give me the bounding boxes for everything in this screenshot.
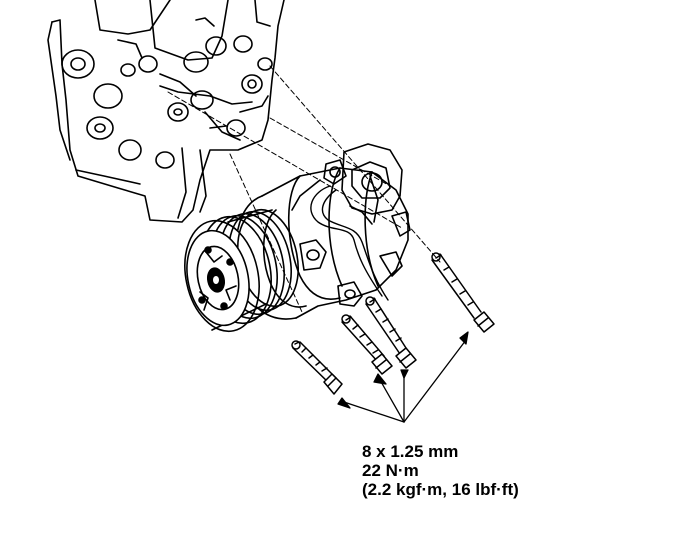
torque-spec-label: 8 x 1.25 mm 22 N·m (2.2 kgf·m, 16 lbf·ft… [362, 442, 519, 499]
bolt-3 [365, 296, 417, 369]
engine-block [47, 0, 285, 223]
bolt-size-text: 8 x 1.25 mm [362, 442, 459, 461]
torque-alt-text: (2.2 kgf·m, 16 lbf·ft) [362, 480, 519, 499]
torque-nm-text: 22 N·m [362, 461, 419, 480]
ac-compressor [184, 143, 411, 333]
mounting-bolts [291, 252, 495, 395]
callout-arrows [337, 331, 469, 423]
bolt-2 [341, 314, 393, 375]
bolt-1 [291, 340, 343, 395]
bolt-4 [431, 252, 495, 333]
